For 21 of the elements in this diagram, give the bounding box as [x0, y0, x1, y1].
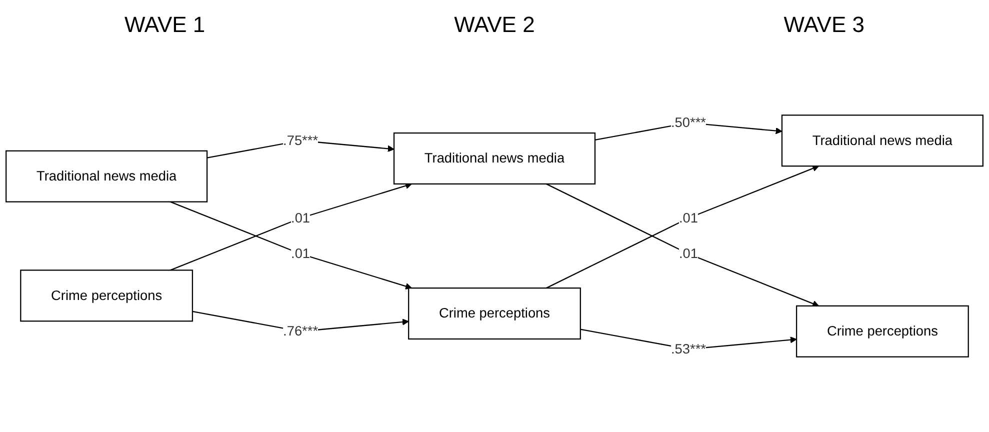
edge-label: .50***: [670, 114, 706, 130]
node-box: Crime perceptions: [20, 270, 194, 322]
arrow: [170, 182, 412, 271]
node-box: Traditional news media: [393, 132, 596, 184]
wave-heading: WAVE 3: [784, 12, 864, 38]
node-box: Crime perceptions: [408, 288, 581, 340]
arrow: [546, 165, 820, 289]
node-box: Traditional news media: [6, 150, 208, 202]
edge-label: .75***: [283, 132, 318, 148]
edge-label: .76***: [283, 323, 318, 339]
edge-label: .01: [291, 210, 310, 226]
arrow: [546, 183, 820, 307]
edge-label: .01: [678, 246, 698, 262]
node-box: Crime perceptions: [796, 305, 969, 358]
wave-heading: WAVE 1: [124, 12, 206, 38]
arrow: [170, 201, 412, 290]
wave-heading: WAVE 2: [454, 12, 535, 38]
node-box: Traditional news media: [781, 114, 984, 167]
edge-label: .01: [678, 210, 698, 226]
edge-label: .53***: [670, 341, 706, 356]
edge-label: .01: [291, 246, 310, 262]
